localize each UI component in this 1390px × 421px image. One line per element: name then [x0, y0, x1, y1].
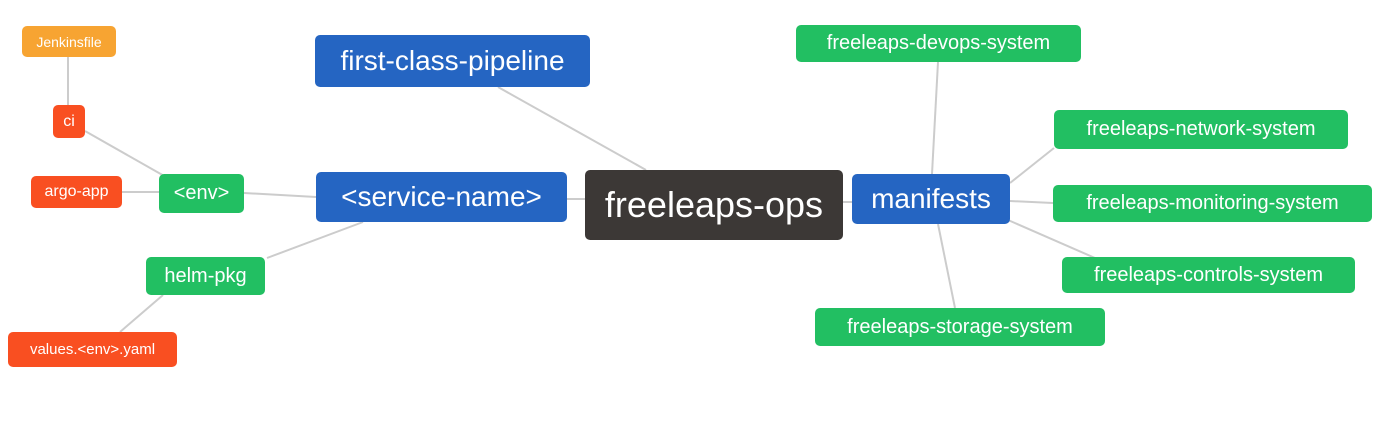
node-freeleaps-network-system[interactable]: freeleaps-network-system	[1054, 110, 1348, 149]
connector-helm-pkg-values-yaml	[119, 294, 164, 333]
connector-pipeline-root	[497, 86, 647, 171]
node-first-class-pipeline[interactable]: first-class-pipeline	[315, 35, 590, 87]
node-jenkinsfile[interactable]: Jenkinsfile	[22, 26, 116, 57]
connector-manifests-controls	[1007, 219, 1096, 259]
node-freeleaps-storage-system[interactable]: freeleaps-storage-system	[815, 308, 1105, 346]
node-helm-pkg[interactable]: helm-pkg	[146, 257, 265, 295]
connector-ci-env	[84, 130, 167, 178]
connector-manifests-storage	[937, 223, 956, 309]
node-values-env-yaml[interactable]: values.<env>.yaml	[8, 332, 177, 367]
node-env[interactable]: <env>	[159, 174, 244, 213]
node-freeleaps-controls-system[interactable]: freeleaps-controls-system	[1062, 257, 1355, 293]
node-manifests[interactable]: manifests	[852, 174, 1010, 224]
connector-env-service-name	[243, 192, 317, 198]
node-freeleaps-ops-root[interactable]: freeleaps-ops	[585, 170, 843, 240]
node-freeleaps-devops-system[interactable]: freeleaps-devops-system	[796, 25, 1081, 62]
node-service-name[interactable]: <service-name>	[316, 172, 567, 222]
connector-manifests-devops	[931, 61, 939, 175]
connector-service-name-helm-pkg	[266, 221, 364, 259]
connector-manifests-monitoring	[1009, 200, 1054, 204]
node-freeleaps-monitoring-system[interactable]: freeleaps-monitoring-system	[1053, 185, 1372, 222]
node-argo-app[interactable]: argo-app	[31, 176, 122, 208]
connector-manifests-network	[1009, 147, 1055, 184]
node-ci[interactable]: ci	[53, 105, 85, 138]
